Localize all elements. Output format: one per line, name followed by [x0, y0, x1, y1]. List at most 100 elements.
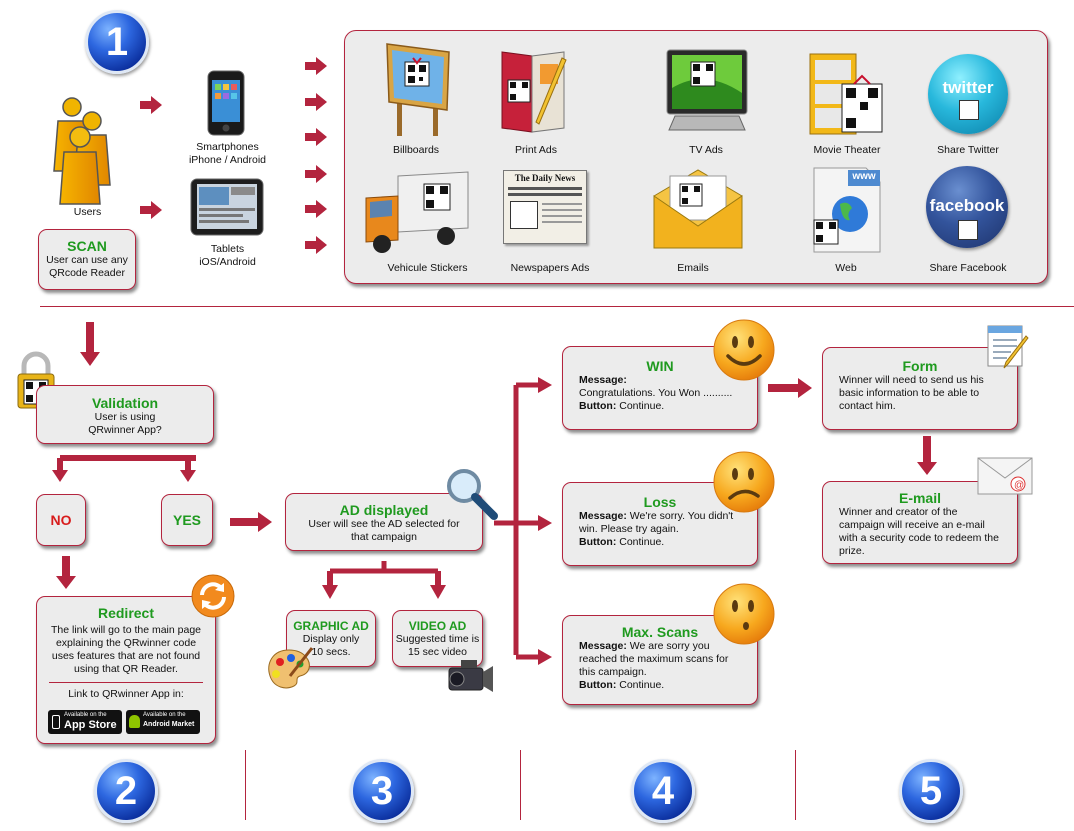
- no-box: NO: [36, 494, 86, 546]
- loss-box: Loss Message: We're sorry. You didn't wi…: [562, 482, 758, 566]
- media-label-vehicule-stickers: Vehicule Stickers: [387, 262, 468, 274]
- arrow-down-icon: [917, 436, 937, 475]
- qr-code-icon: [959, 100, 979, 120]
- ad-displayed-text: User will see the AD selected for that c…: [308, 518, 460, 543]
- step-2-badge: 2: [94, 759, 158, 823]
- column-divider: [245, 750, 246, 820]
- media-label-newspapers-ads: Newspapers Ads: [510, 262, 590, 274]
- graphic-ad-text: Display only 10 secs.: [302, 633, 360, 658]
- facebook-icon: facebook: [926, 166, 1008, 248]
- media-label-share-facebook: Share Facebook: [929, 262, 1007, 274]
- qr-code-icon: [958, 220, 978, 240]
- arrow-right-icon: [140, 96, 162, 114]
- scan-box: SCAN User can use any QRcode Reader: [38, 229, 136, 290]
- happy-face-icon: [713, 319, 775, 381]
- iphone-icon: [52, 715, 60, 729]
- android-icon: [129, 715, 140, 728]
- step-5-badge: 5: [899, 759, 963, 823]
- film-icon: [809, 53, 883, 135]
- max-scans-button-text: Continue.: [619, 679, 665, 691]
- validation-text: User is using QRwinner App?: [88, 411, 162, 436]
- arrow-right-icon: [768, 378, 812, 398]
- redirect-link-text: Link to QRwinner App in:: [68, 688, 184, 700]
- truck-icon: [365, 171, 469, 253]
- envelope-icon: @: [977, 457, 1033, 495]
- section-divider: [40, 306, 1074, 307]
- column-divider: [520, 750, 521, 820]
- media-label-print-ads: Print Ads: [514, 144, 558, 156]
- tv-icon: [666, 49, 748, 131]
- max-scans-message-label: Message:: [579, 640, 627, 652]
- redirect-box: Redirect The link will go to the main pa…: [36, 596, 216, 744]
- android-market-button[interactable]: Available on the Android Market: [126, 710, 200, 734]
- twitter-logo-text: twitter: [942, 78, 994, 97]
- scan-text: User can use any QRcode Reader: [46, 254, 128, 279]
- max-scans-title: Max. Scans: [621, 624, 699, 640]
- media-label-tv-ads: TV Ads: [689, 144, 723, 156]
- step-4-badge: 4: [631, 759, 695, 823]
- branch-arrows-icon: [322, 561, 446, 599]
- app-store-button[interactable]: Available on the App Store: [48, 710, 122, 734]
- arrow-right-icon: [305, 93, 327, 111]
- android-small-text: Available on the: [143, 712, 186, 718]
- arrow-right-icon: [140, 201, 162, 219]
- yes-label: YES: [172, 512, 201, 528]
- win-message-label: Message:: [579, 374, 627, 386]
- form-text: Winner will need to send us his basic in…: [839, 374, 984, 412]
- palette-icon: [268, 647, 314, 689]
- step-3-badge: 3: [350, 759, 414, 823]
- tablet-icon: [190, 178, 264, 236]
- form-box: Form Winner will need to send us his bas…: [822, 347, 1018, 430]
- win-box: WIN Message: Congratulations. You Won ..…: [562, 346, 758, 430]
- video-ad-text: Suggested time is 15 sec video: [395, 633, 480, 658]
- loss-title: Loss: [643, 494, 677, 510]
- win-message: Congratulations. You Won ..........: [579, 387, 733, 399]
- outcome-branch-arrows-icon: [494, 377, 552, 665]
- email-text: Winner and creator of the campaign will …: [839, 506, 999, 557]
- email-box: E-mail Winner and creator of the campaig…: [822, 481, 1018, 564]
- column-divider: [795, 750, 796, 820]
- win-title: WIN: [646, 358, 674, 374]
- twitter-icon: twitter: [928, 54, 1008, 134]
- neutral-face-icon: [713, 583, 775, 645]
- loss-button-label: Button:: [579, 536, 617, 548]
- smartphone-icon: [207, 70, 245, 136]
- newspaper-logo-text: The Daily News: [514, 173, 576, 183]
- video-ad-title: VIDEO AD: [408, 619, 467, 633]
- arrow-right-icon: [305, 165, 327, 183]
- video-ad-box: VIDEO AD Suggested time is 15 sec video: [392, 610, 483, 667]
- arrow-right-icon: [305, 128, 327, 146]
- win-button-text: Continue.: [619, 400, 665, 412]
- email-title: E-mail: [898, 490, 941, 506]
- loss-button-text: Continue.: [619, 536, 665, 548]
- sad-face-icon: [713, 451, 775, 513]
- step-1-badge: 1: [85, 10, 149, 74]
- media-label-movie-theater: Movie Theater: [813, 144, 881, 156]
- ad-displayed-box: AD displayed User will see the AD select…: [285, 493, 483, 551]
- users-icon: [53, 97, 111, 205]
- refresh-icon: [191, 574, 235, 618]
- redirect-title: Redirect: [97, 605, 155, 621]
- validation-box: Validation User is using QRwinner App?: [36, 385, 214, 444]
- form-title: Form: [902, 358, 938, 374]
- newspaper-icon: The Daily News: [503, 170, 587, 244]
- facebook-logo-text: facebook: [929, 196, 1005, 215]
- redirect-text: The link will go to the main page explai…: [51, 624, 201, 675]
- media-label-share-twitter: Share Twitter: [937, 144, 999, 156]
- arrow-down-icon: [80, 322, 100, 366]
- ad-displayed-title: AD displayed: [339, 502, 429, 518]
- max-scans-message: We are sorry you reached the maximum sca…: [579, 640, 729, 678]
- svg-text:@: @: [1014, 480, 1024, 491]
- max-scans-button-label: Button:: [579, 679, 617, 691]
- tablets-label: Tablets iOS/Android: [199, 243, 256, 268]
- arrow-right-icon: [305, 236, 327, 254]
- print-ads-icon: [501, 51, 567, 133]
- web-icon: [813, 167, 881, 253]
- envelope-icon: [653, 169, 743, 249]
- validation-title: Validation: [91, 395, 159, 411]
- android-big-text: Android Market: [143, 721, 195, 728]
- arrow-right-icon: [305, 57, 327, 75]
- video-camera-icon: [448, 660, 493, 692]
- form-edit-icon: [987, 325, 1029, 369]
- win-button-label: Button:: [579, 400, 617, 412]
